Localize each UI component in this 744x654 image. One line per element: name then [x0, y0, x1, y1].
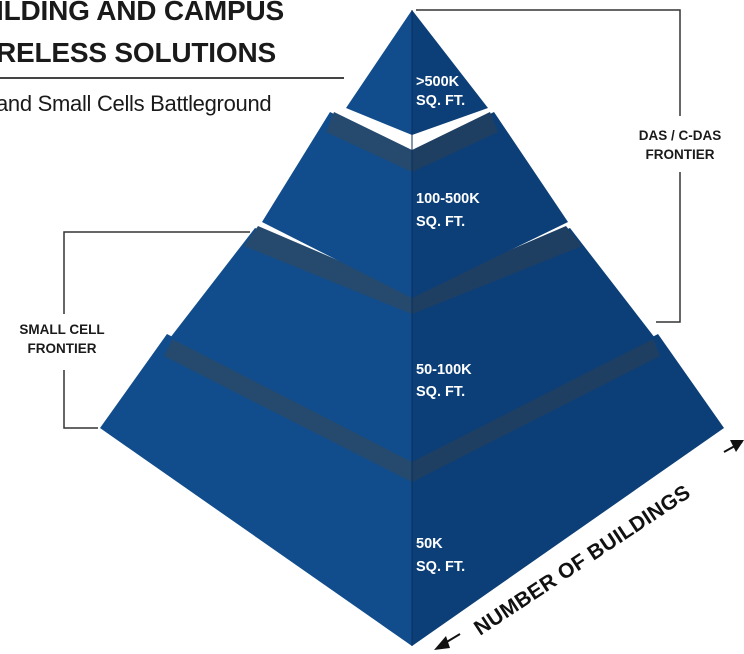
band-2-left [244, 226, 412, 314]
pyramid [100, 10, 724, 646]
small-cell-frontier-label-line1: SMALL CELL [19, 322, 104, 337]
tier-1-label-line2: SQ. FT. [416, 93, 465, 109]
title-line-2: RELESS SOLUTIONS [0, 37, 276, 68]
axis-arrowhead-right [730, 440, 744, 452]
axis-arrowhead-left [434, 636, 450, 650]
band-3-left [164, 336, 412, 482]
tier-1-right-face [412, 10, 488, 135]
tier-4-label-line2: SQ. FT. [416, 559, 465, 575]
small-cell-bracket-line-bottom [63, 370, 98, 429]
tier-1-left-face [346, 10, 412, 135]
band-2-right [412, 226, 582, 314]
tier-2-right-face [412, 112, 568, 298]
title-rule [0, 77, 344, 79]
das-frontier-bracket: DAS / C-DAS FRONTIER [416, 9, 722, 323]
das-bracket-line-top [416, 9, 681, 116]
tier-2-label-line2: SQ. FT. [416, 214, 465, 230]
das-frontier-label-line1: DAS / C-DAS [639, 128, 722, 143]
tier-4-left-face [100, 334, 412, 646]
das-frontier-label-line2: FRONTIER [646, 147, 715, 162]
tier-labels: >500K SQ. FT. 100-500K SQ. FT. 50-100K S… [416, 74, 480, 575]
das-bracket-line-bottom [656, 172, 681, 323]
small-cell-frontier-bracket: SMALL CELL FRONTIER [19, 231, 250, 429]
band-3-right [412, 336, 660, 482]
band-1-left [326, 112, 412, 172]
tier-3-label-line1: 50-100K [416, 362, 472, 378]
tier-4-right-face [412, 334, 724, 646]
tier-3-label-line2: SQ. FT. [416, 384, 465, 400]
title-line-1: ILDING AND CAMPUS [0, 0, 285, 26]
tier-1-label-line1: >500K [416, 74, 460, 90]
subtitle: and Small Cells Battleground [0, 91, 272, 116]
small-cell-frontier-label-line2: FRONTIER [28, 341, 97, 356]
tier-2-label-line1: 100-500K [416, 191, 480, 207]
tier-2-left-face [262, 112, 412, 298]
tier-4-label-line1: 50K [416, 536, 443, 552]
band-1-right [412, 112, 498, 172]
small-cell-bracket-line-top [63, 231, 250, 314]
